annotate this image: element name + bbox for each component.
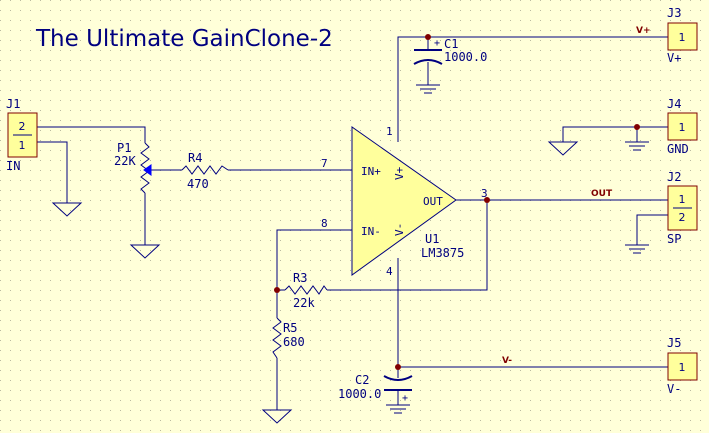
wire-gnd-left: [562, 126, 668, 142]
wire-sp-ground: [636, 214, 668, 245]
c2-value: 1000.0: [338, 387, 381, 401]
j3-name: V+: [667, 51, 681, 65]
connector-j3: 1 J3 V+: [667, 6, 698, 65]
c1-ref: C1: [444, 37, 458, 51]
connector-j1: 2 1 J1 IN: [6, 97, 38, 173]
j4-name: GND: [667, 142, 689, 156]
wire-vplus-rail: [397, 36, 668, 142]
opamp-in-plus-label: IN+: [361, 165, 381, 178]
connector-j5: 1 J5 V-: [667, 336, 698, 396]
junctions: [274, 34, 640, 370]
j4-ref: J4: [667, 97, 681, 111]
opamp-pin-in-minus: 8: [321, 217, 328, 230]
ground-icon-pot: [129, 244, 161, 259]
ground-icon-c2: [386, 404, 410, 414]
ground-icon-gnd-left: [547, 141, 579, 156]
opamp-part: LM3875: [421, 246, 464, 260]
j5-ref: J5: [667, 336, 681, 350]
ground-icon-gnd-right: [625, 141, 649, 151]
j1-ref: J1: [6, 97, 20, 111]
opamp-ref: U1: [425, 232, 439, 246]
j3-ref: J3: [667, 6, 681, 20]
j1-pin-a: 2: [19, 120, 26, 133]
ground-icon-c1: [416, 84, 440, 94]
junction-dot-vplus: [425, 34, 431, 40]
opamp-u1: [351, 126, 457, 276]
opamp-vminus-label: V-: [393, 223, 406, 236]
j5-name: V-: [667, 382, 681, 396]
net-label-vminus: V-: [502, 356, 512, 366]
c1-polarity: +: [434, 38, 440, 49]
opamp-vplus-label: V+: [393, 166, 406, 180]
r5-value: 680: [283, 335, 305, 349]
connector-j2: 1 2 J2 SP: [667, 170, 698, 246]
wires: [37, 36, 668, 410]
capacitor-c2: [383, 375, 413, 391]
ground-icon-sp: [625, 244, 649, 254]
resistor-r4: [181, 165, 229, 175]
r4-value: 470: [187, 177, 209, 191]
net-label-vplus: V+: [636, 26, 651, 36]
j2-pin-b: 2: [679, 211, 686, 224]
r3-value: 22k: [293, 296, 315, 310]
ground-icon-j1: [51, 202, 83, 217]
junction-dot-gnd: [634, 124, 640, 130]
junction-dot-fb: [274, 287, 280, 293]
opamp-pin-vplus: 1: [386, 125, 393, 138]
opamp-in-minus-label: IN-: [361, 225, 381, 238]
wire-inminus: [276, 229, 352, 290]
p1-value: 22K: [114, 154, 136, 168]
resistor-r5: [272, 317, 282, 359]
net-label-out: OUT: [591, 189, 613, 199]
c1-value: 1000.0: [444, 50, 487, 64]
r5-ref: R5: [283, 321, 297, 335]
j2-name: SP: [667, 232, 681, 246]
schematic-title: The Ultimate GainClone-2: [35, 26, 333, 52]
j1-pin-b: 1: [19, 139, 26, 152]
ground-icon-r5: [261, 409, 293, 424]
p1-ref: P1: [117, 141, 131, 155]
j2-ref: J2: [667, 170, 681, 184]
c2-ref: C2: [355, 373, 369, 387]
capacitor-c1: [413, 49, 443, 65]
junction-dot-out: [484, 197, 490, 203]
j5-pin: 1: [679, 361, 686, 374]
c2-polarity: +: [402, 393, 408, 404]
connector-j4: 1 J4 GND: [667, 97, 698, 156]
wire-in-signal: [37, 126, 146, 143]
r4-ref: R4: [188, 151, 202, 165]
j1-name: IN: [6, 159, 20, 173]
opamp-out-label: OUT: [423, 195, 443, 208]
j2-pin-a: 1: [679, 193, 686, 206]
r3-ref: R3: [293, 271, 307, 285]
wire-in-ground: [37, 141, 68, 203]
wire-fb-right: [327, 200, 488, 291]
junction-dot-vminus: [395, 364, 401, 370]
opamp-pin-vminus: 4: [386, 265, 393, 278]
opamp-pin-in-plus: 7: [321, 157, 328, 170]
potentiometer-p1: [140, 142, 158, 194]
opamp-pin-out: 3: [481, 187, 488, 200]
j3-pin: 1: [679, 31, 686, 44]
resistor-r3: [284, 285, 328, 295]
j4-pin: 1: [679, 121, 686, 134]
